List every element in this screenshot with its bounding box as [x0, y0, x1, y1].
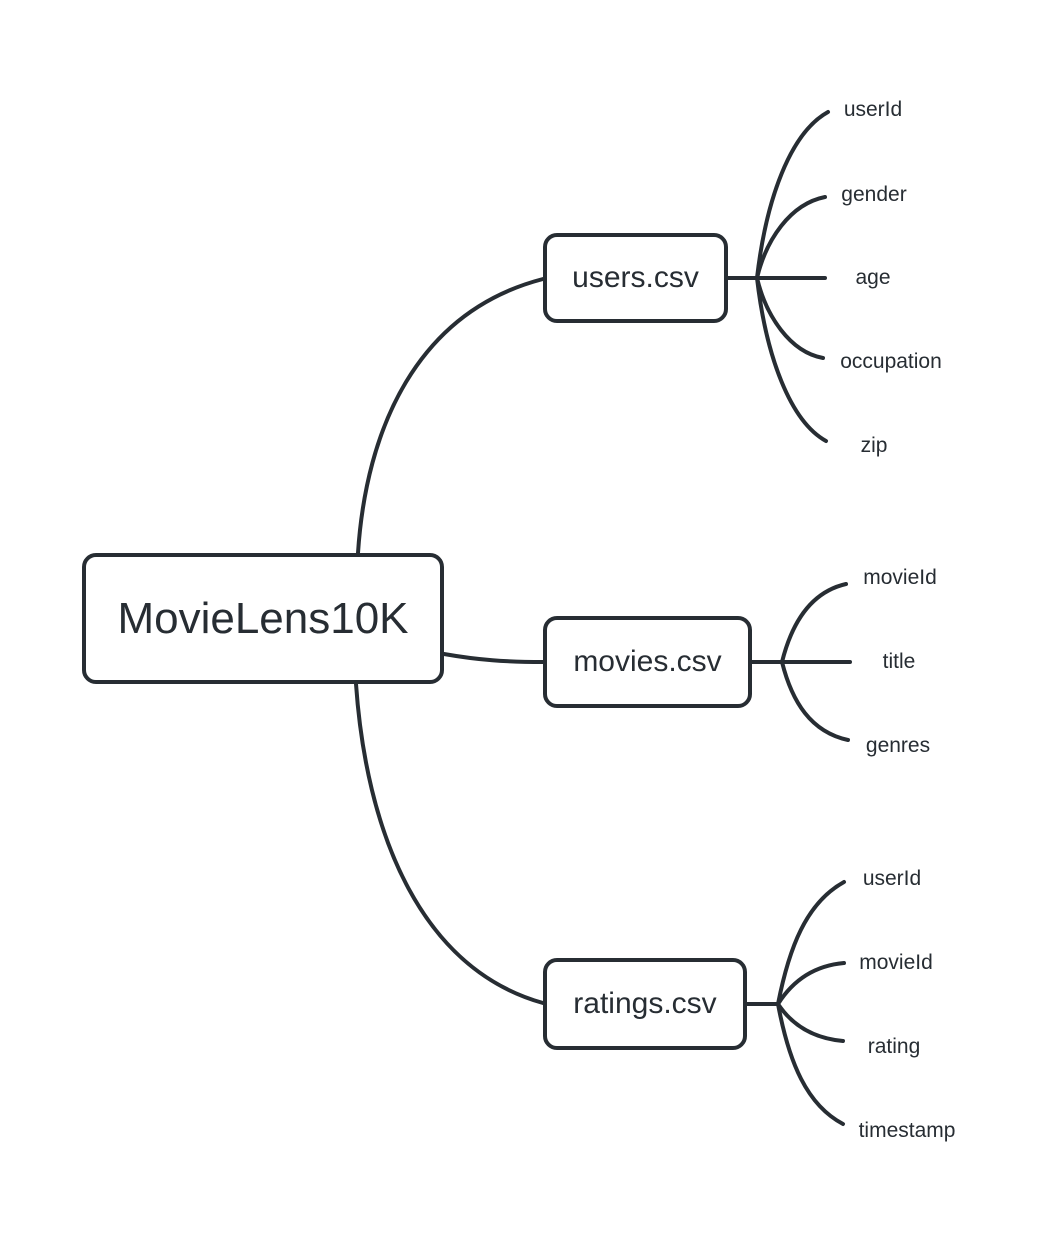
node-root: MovieLens10K	[82, 553, 444, 684]
node-movies-csv: movies.csv	[543, 616, 752, 708]
edge-users-occupation	[755, 276, 825, 360]
leaf-ratings-rating: rating	[867, 1035, 921, 1058]
edge-root-users	[356, 277, 545, 555]
edge-users-gender	[755, 195, 827, 280]
leaf-ratings-timestamp: timestamp	[858, 1119, 956, 1142]
leaf-ratings-movieid: movieId	[859, 951, 933, 974]
edge-movies-genres	[780, 660, 850, 742]
edge-ratings-rating	[776, 1002, 845, 1043]
edge-root-ratings	[354, 682, 545, 1005]
leaf-users-gender: gender	[841, 183, 907, 206]
leaf-movies-movieid: movieId	[863, 566, 937, 589]
leaf-movies-genres: genres	[865, 734, 931, 757]
leaf-ratings-userid: userId	[862, 867, 922, 890]
leaf-users-age: age	[855, 266, 891, 289]
leaf-users-zip: zip	[860, 434, 888, 457]
edge-users-zip	[755, 276, 828, 443]
leaf-users-occupation: occupation	[840, 350, 942, 373]
edge-ratings-timestamp	[776, 1002, 845, 1126]
edge-root-movies	[442, 652, 545, 664]
edge-users-userid	[755, 110, 830, 280]
node-ratings-csv: ratings.csv	[543, 958, 747, 1050]
leaf-movies-title: title	[882, 650, 916, 673]
node-users-csv: users.csv	[543, 233, 728, 323]
edge-movies-movieid	[780, 582, 848, 664]
edge-ratings-movieid	[776, 961, 846, 1006]
edge-ratings-userid	[776, 880, 846, 1006]
leaf-users-userid: userId	[843, 98, 903, 121]
